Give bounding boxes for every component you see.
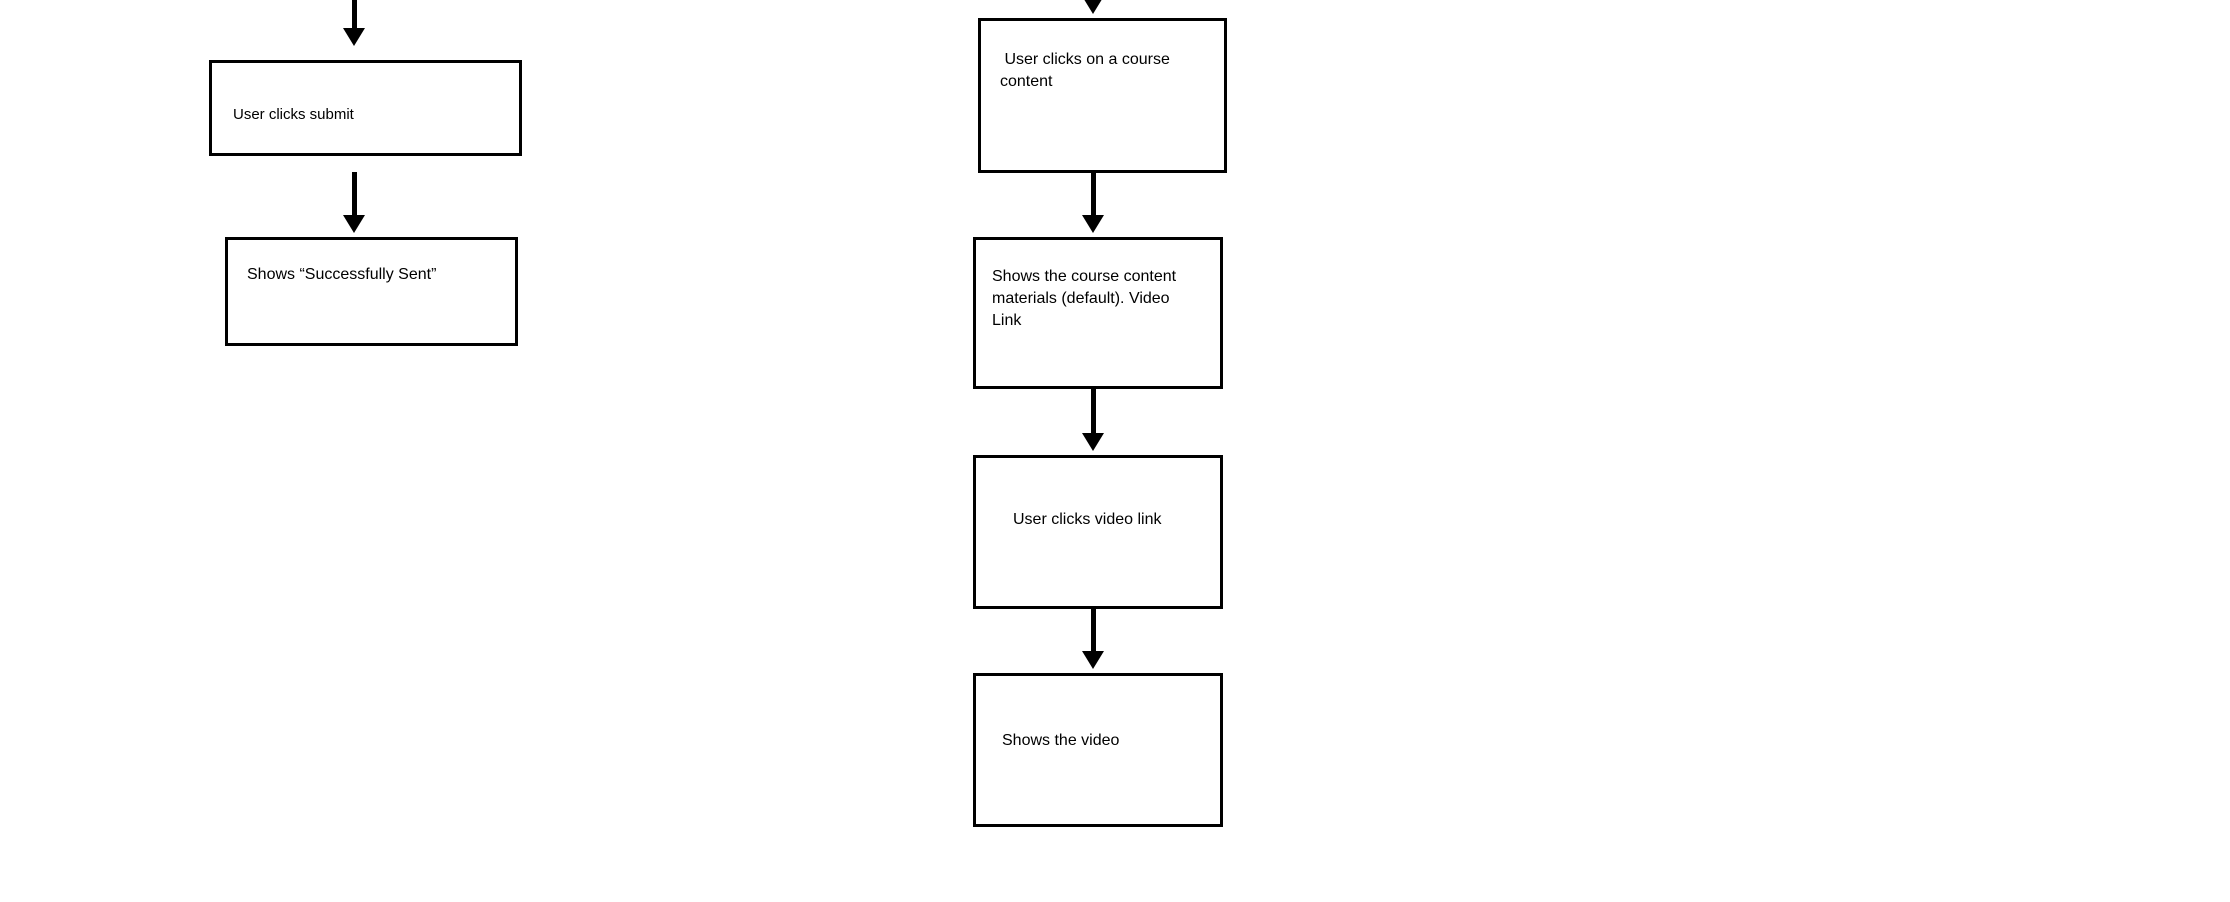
node-label: Shows the course content materials (defa… — [992, 268, 1181, 329]
node-label: Shows the video — [1002, 732, 1120, 749]
node-shows-course-content-materials: Shows the course content materials (defa… — [973, 237, 1223, 389]
flow-arrow-submit-to-successfully-sent — [343, 172, 365, 233]
node-user-clicks-video-link: User clicks video link — [973, 455, 1223, 609]
arrow-head-icon — [1082, 0, 1104, 14]
arrow-line — [1090, 172, 1096, 216]
arrow-head-icon — [1082, 651, 1104, 669]
node-shows-successfully-sent: Shows “Successfully Sent” — [225, 237, 518, 346]
arrow-head-icon — [1082, 215, 1104, 233]
node-user-clicks-course-content: User clicks on a course content — [978, 18, 1227, 173]
flow-arrow-into-user-clicks-course-content — [1082, 0, 1104, 14]
arrow-line — [1090, 389, 1096, 434]
arrow-head-icon — [343, 215, 365, 233]
flow-arrow-materials-to-video-link — [1082, 389, 1104, 451]
arrow-line — [1090, 609, 1096, 652]
arrow-head-icon — [343, 28, 365, 46]
arrow-head-icon — [1082, 433, 1104, 451]
arrow-line — [351, 172, 357, 216]
flow-arrow-video-link-to-shows-video — [1082, 609, 1104, 669]
node-label: Shows “Successfully Sent” — [247, 266, 437, 283]
node-label: User clicks on a course content — [1000, 51, 1175, 90]
node-label: User clicks submit — [233, 106, 354, 123]
node-user-clicks-submit: User clicks submit — [209, 60, 522, 156]
arrow-line — [351, 0, 357, 29]
node-label: User clicks video link — [1013, 511, 1162, 528]
node-shows-the-video: Shows the video — [973, 673, 1223, 827]
flow-arrow-into-user-clicks-submit — [343, 0, 365, 46]
flow-arrow-course-content-to-materials — [1082, 172, 1104, 233]
